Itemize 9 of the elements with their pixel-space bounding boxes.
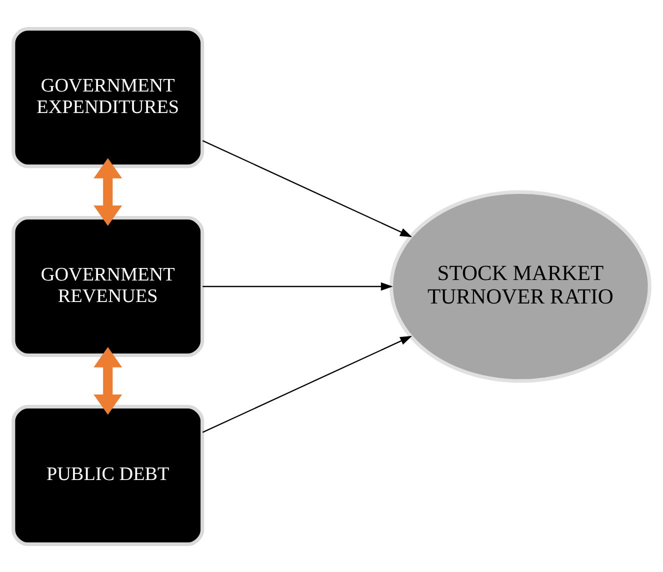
arrow [94, 346, 122, 414]
node-box: GOVERNMENT REVENUES [12, 215, 204, 357]
node-box: GOVERNMENT EXPENDITURES [12, 26, 204, 168]
arrow [94, 158, 122, 226]
arrow [202, 140, 412, 237]
arrow [202, 282, 393, 290]
arrow [202, 335, 412, 432]
node-ellipse: STOCK MARKET TURNOVER RATIO [390, 190, 652, 382]
node-box: PUBLIC DEBT [12, 404, 204, 546]
